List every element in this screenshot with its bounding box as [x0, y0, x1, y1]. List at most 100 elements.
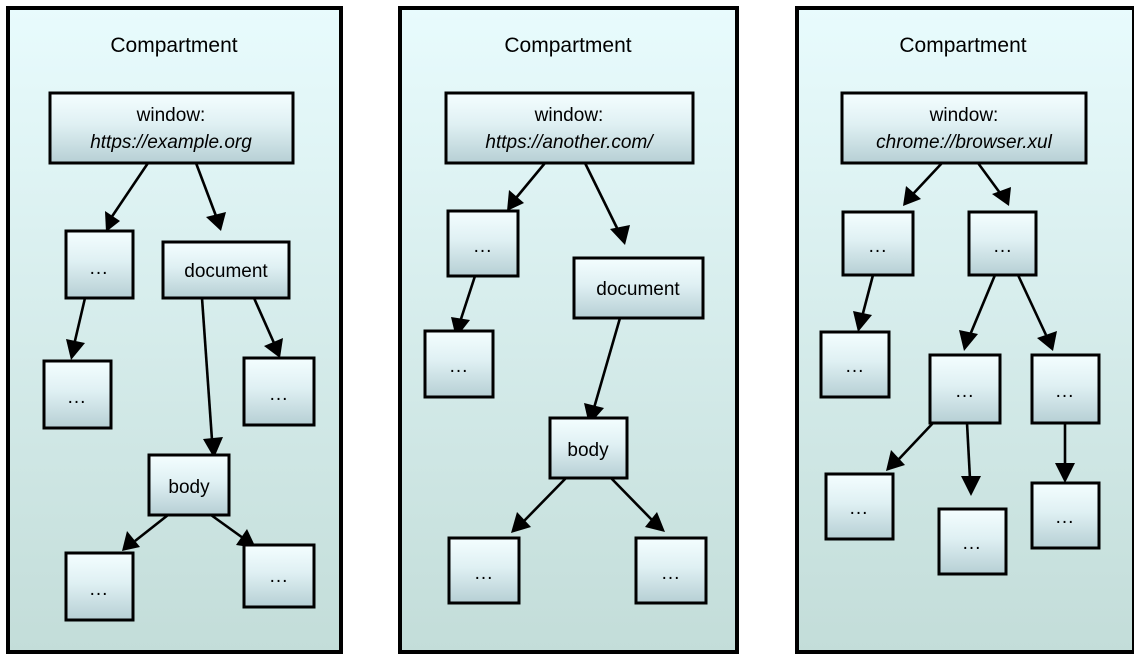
node-c1-body[interactable]: body [147, 453, 231, 517]
node-c2-a[interactable]: ... [446, 209, 520, 278]
node-c3-d-label: ... [956, 381, 975, 402]
edge-c3-a-to-c [860, 274, 875, 318]
node-c3-f-label: ... [850, 498, 869, 519]
node-c2-d-label: ... [662, 563, 681, 584]
node-c2-body[interactable]: body [548, 416, 629, 480]
node-c3-b-box [967, 210, 1038, 277]
node-c3-g[interactable]: ... [937, 507, 1008, 576]
node-c2-b-label: ... [450, 356, 469, 377]
node-c1-c-box [242, 356, 316, 427]
node-c2-root-box [444, 91, 695, 165]
arrowhead-c2-body-to-c [511, 512, 531, 533]
node-c3-f[interactable]: ... [824, 472, 895, 541]
node-c2-b-box [423, 329, 495, 399]
node-c2-c[interactable]: ... [447, 536, 521, 605]
node-c1-b-box [42, 359, 113, 430]
node-c2-a-box [446, 209, 520, 278]
node-c1-document-box [161, 240, 291, 300]
node-c3-e-label: ... [1056, 381, 1075, 402]
node-c2-d[interactable]: ... [634, 536, 708, 605]
arrowhead-c3-d-to-g [961, 476, 981, 496]
arrowhead-c3-d-to-f [886, 450, 905, 471]
node-c3-a-label: ... [869, 236, 888, 257]
node-c1-d-box [64, 551, 135, 622]
arrowhead-c3-a-to-c [853, 311, 872, 332]
node-c3-a[interactable]: ... [841, 210, 915, 277]
node-c3-root-box [840, 91, 1088, 165]
edge-c3-root-to-b [976, 162, 1002, 194]
node-c3-h[interactable]: ... [1030, 481, 1101, 550]
compartment-3[interactable]: Compartment [795, 6, 1134, 654]
node-c3-c[interactable]: ... [819, 330, 891, 399]
arrowhead-document-to-body [203, 437, 223, 458]
node-c1-a-box [64, 229, 135, 300]
node-c3-root-label-line1: window: [929, 105, 999, 126]
node-c1-document[interactable]: document [161, 240, 291, 300]
node-c2-root[interactable]: window: https://another.com/ [444, 91, 695, 165]
node-c2-root-label-line1: window: [534, 105, 604, 126]
node-c2-document-label: document [596, 279, 680, 300]
node-c3-e[interactable]: ... [1030, 353, 1101, 425]
node-c1-body-label: body [168, 477, 210, 498]
node-c1-d[interactable]: ... [64, 551, 135, 622]
node-c3-f-box [824, 472, 895, 541]
node-c2-body-label: body [567, 440, 609, 461]
node-c2-document-box [572, 256, 705, 320]
node-c1-d-label: ... [90, 579, 109, 600]
node-c1-body-box [147, 453, 231, 517]
node-c1-e-label: ... [270, 566, 289, 587]
compartment-1[interactable]: Compartment wi [6, 6, 343, 654]
compartment-1-title: Compartment [110, 34, 237, 57]
node-c3-c-box [819, 330, 891, 399]
compartment-3-title: Compartment [899, 34, 1026, 57]
arrowhead-c2-root-to-document [610, 225, 630, 245]
node-c1-root-box [48, 91, 295, 165]
node-c2-body-box [548, 416, 629, 480]
node-c1-e[interactable]: ... [242, 543, 316, 609]
node-c1-root-label-line2: https://example.org [90, 132, 252, 153]
node-c3-h-label: ... [1056, 507, 1075, 528]
node-c2-b[interactable]: ... [423, 329, 495, 399]
arrowhead-c3-root-to-b [992, 187, 1011, 206]
compartment-2-title: Compartment [504, 34, 631, 57]
node-c3-b[interactable]: ... [967, 210, 1038, 277]
node-c1-root[interactable]: window: https://example.org [48, 91, 295, 165]
compartment-2[interactable]: Compartment window: https://another.com [398, 6, 739, 654]
arrowhead-root-to-a [105, 211, 120, 232]
edge-c2-body-to-c [523, 477, 567, 522]
node-c1-root-label-line1: window: [136, 105, 206, 126]
node-c3-a-box [841, 210, 915, 277]
node-c1-document-label: document [184, 261, 268, 282]
node-c2-c-label: ... [475, 563, 494, 584]
node-c1-a[interactable]: ... [64, 229, 135, 300]
node-c3-c-label: ... [846, 356, 865, 377]
node-c1-c[interactable]: ... [242, 356, 316, 427]
arrowhead-body-to-e [236, 529, 256, 548]
edge-c3-root-to-a [912, 162, 943, 195]
node-c3-g-label: ... [963, 533, 982, 554]
node-c3-root-label-line2: chrome://browser.xul [876, 132, 1052, 153]
node-c1-b[interactable]: ... [42, 359, 113, 430]
arrowhead-c3-b-to-e [1037, 331, 1057, 351]
node-c3-b-label: ... [994, 236, 1013, 257]
edge-c2-root-to-a [514, 162, 547, 199]
edge-a-to-b [72, 297, 87, 346]
arrowhead-root-to-document [206, 212, 226, 231]
edge-c3-d-to-f [898, 422, 934, 460]
edge-body-to-e [210, 513, 244, 540]
node-c3-e-box [1030, 353, 1101, 425]
node-c3-g-box [937, 507, 1008, 576]
edge-c2-document-to-body [592, 317, 622, 409]
edge-c3-b-to-d [968, 274, 997, 336]
arrowhead-c2-root-to-a [507, 190, 524, 211]
edge-body-to-d [134, 513, 169, 543]
node-c1-b-label: ... [68, 387, 87, 408]
node-c1-c-label: ... [270, 384, 289, 405]
node-c2-a-label: ... [474, 236, 493, 257]
node-c1-e-box [242, 543, 316, 609]
node-c1-a-label: ... [90, 258, 109, 279]
node-c3-d[interactable]: ... [928, 353, 1002, 425]
arrowhead-c3-b-to-d [959, 330, 978, 351]
node-c3-root[interactable]: window: chrome://browser.xul [840, 91, 1088, 165]
node-c2-document[interactable]: document [572, 256, 705, 320]
